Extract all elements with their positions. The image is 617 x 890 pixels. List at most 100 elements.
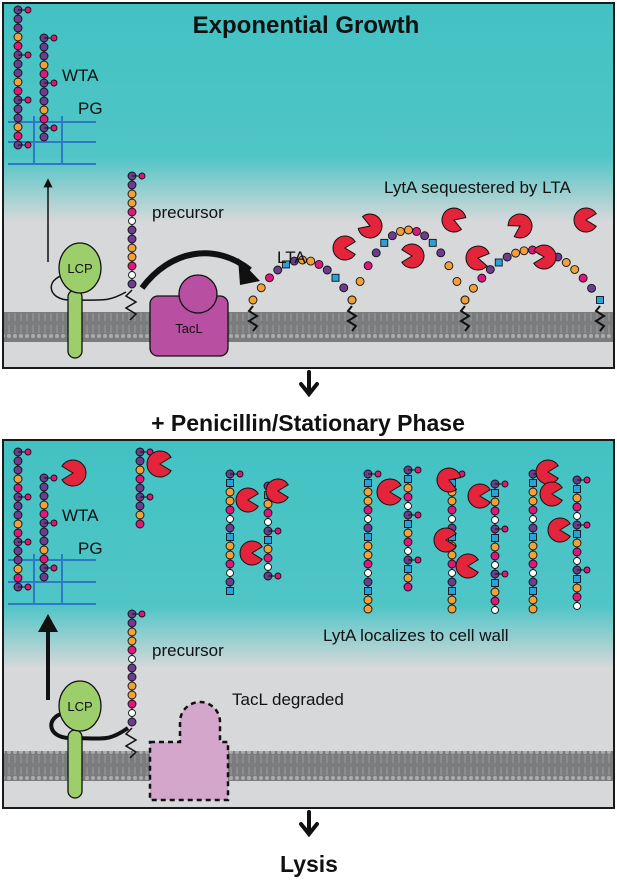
- bead: [225, 550, 235, 560]
- bead: [24, 96, 32, 104]
- bead: [529, 515, 537, 523]
- bead: [468, 283, 478, 293]
- bead: [225, 541, 235, 551]
- bead: [528, 487, 538, 497]
- bead: [127, 207, 137, 217]
- bead: [363, 604, 373, 614]
- bead: [13, 474, 23, 484]
- bead: [263, 544, 273, 554]
- bead: [528, 595, 538, 605]
- bead: [127, 243, 137, 253]
- bead: [263, 508, 273, 518]
- down-arrow-1: [299, 370, 319, 398]
- bead: [363, 523, 373, 533]
- bead: [477, 273, 487, 283]
- tacl-transfer-arrow: [139, 250, 252, 290]
- bead: [39, 482, 49, 492]
- bead: [485, 265, 495, 274]
- bead: [39, 96, 49, 106]
- precursor-label: precursor: [152, 203, 224, 222]
- tacl-degraded-label: TacL degraded: [232, 690, 344, 709]
- bead: [412, 226, 422, 236]
- bead: [50, 34, 58, 42]
- bead: [248, 295, 258, 305]
- bead: [127, 717, 137, 727]
- bead: [447, 496, 457, 506]
- bead: [24, 493, 32, 501]
- bead: [447, 595, 457, 605]
- wta-label: WTA: [62, 506, 99, 525]
- panel-exponential-growth: Exponential Growth WTA PG LCP precursor …: [2, 2, 615, 369]
- bead-square: [491, 489, 499, 497]
- bead: [528, 496, 538, 506]
- bead: [403, 573, 413, 583]
- peptidoglycan-lattice: [8, 554, 96, 605]
- bead: [24, 538, 32, 546]
- bead: [436, 248, 446, 258]
- bead: [414, 466, 422, 474]
- bead: [528, 550, 538, 560]
- cell-membrane: [4, 751, 613, 781]
- bead: [528, 541, 538, 551]
- bead: [491, 606, 499, 614]
- bead: [452, 276, 462, 286]
- bead: [447, 604, 457, 614]
- bead: [528, 523, 538, 533]
- bead: [24, 583, 32, 591]
- bead: [13, 86, 23, 96]
- peptidoglycan-lattice: [8, 116, 96, 165]
- bead: [444, 261, 454, 271]
- bead-square: [448, 587, 456, 595]
- bead: [573, 512, 581, 520]
- bead-square: [573, 530, 581, 538]
- bead-square: [491, 534, 499, 542]
- outcome-label: Lysis: [280, 851, 338, 877]
- bead: [50, 474, 58, 482]
- bead: [363, 505, 373, 515]
- bead: [371, 248, 381, 258]
- bead: [24, 6, 32, 14]
- bead: [13, 14, 23, 24]
- bead: [561, 258, 571, 267]
- bead: [572, 493, 582, 503]
- bead: [13, 573, 23, 583]
- lcp-protein: LCP: [50, 242, 127, 359]
- bead: [13, 23, 23, 33]
- bead: [364, 569, 372, 577]
- bead: [24, 141, 32, 149]
- bead: [39, 132, 49, 142]
- transition-label: + Penicillin/Stationary Phase: [151, 410, 465, 436]
- bead: [274, 572, 282, 580]
- bead: [490, 506, 500, 516]
- bead: [447, 505, 457, 515]
- bead: [13, 104, 23, 114]
- bead: [50, 519, 58, 527]
- bead-square: [596, 296, 604, 304]
- bead: [572, 502, 582, 512]
- bead: [273, 265, 283, 275]
- lyta-bound-to-lta: [332, 207, 597, 271]
- bead: [490, 551, 500, 561]
- bead: [127, 672, 137, 682]
- lipid-anchor: [346, 305, 358, 332]
- precursor-chain: [124, 171, 146, 321]
- bead: [127, 279, 137, 289]
- bead: [414, 511, 422, 519]
- bead: [225, 487, 235, 497]
- bead-square: [331, 273, 340, 282]
- bead: [127, 663, 137, 673]
- bead-square: [226, 533, 234, 541]
- bead: [490, 542, 500, 552]
- bead: [420, 231, 430, 241]
- bead: [135, 510, 145, 520]
- bead: [490, 596, 500, 606]
- bead: [448, 569, 456, 577]
- bead: [127, 699, 137, 709]
- bead: [24, 51, 32, 59]
- bead: [50, 124, 58, 132]
- bead: [39, 69, 49, 79]
- bead: [570, 265, 580, 274]
- lyta-localizes-label: LytA localizes to cell wall: [323, 626, 509, 645]
- tacl-label: TacL: [175, 321, 202, 336]
- bead-square: [380, 238, 389, 247]
